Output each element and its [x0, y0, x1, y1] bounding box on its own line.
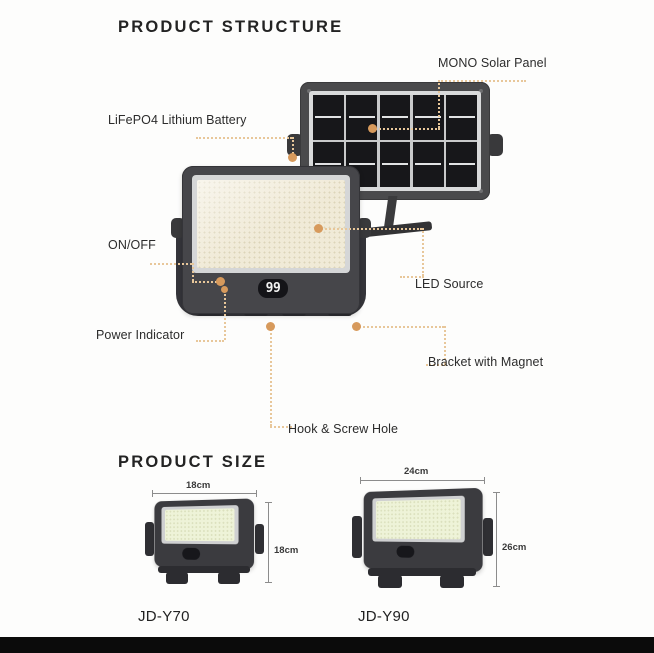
dimension-label-width-jd-y70: 18cm	[186, 480, 211, 491]
dimension-tick	[152, 490, 153, 497]
leader-line-on-off	[192, 263, 194, 281]
display-value: 99	[265, 281, 281, 296]
callout-label-lifepo4-battery: LiFePO4 Lithium Battery	[108, 113, 247, 127]
frame-screw-icon	[479, 89, 483, 93]
leader-line-on-off	[150, 263, 192, 265]
lamp-housing	[154, 498, 255, 570]
leader-line-power-indicator	[224, 290, 226, 340]
lamp-lens-bezel	[161, 505, 239, 545]
solar-cell	[446, 142, 477, 187]
lamp-arm-left	[352, 516, 362, 558]
callout-label-on-off: ON/OFF	[108, 238, 156, 252]
callout-label-led-source: LED Source	[415, 277, 484, 291]
product-structure-heading: PRODUCT STRUCTURE	[118, 18, 344, 36]
callout-node-hook	[266, 322, 275, 331]
lamp-display	[182, 547, 201, 560]
lens-glare-overlay	[197, 180, 345, 268]
bottom-black-bar	[0, 637, 654, 653]
leader-line-bracket	[444, 326, 446, 364]
model-name-jd-y70: JD-Y70	[138, 608, 190, 625]
lamp-arm-right	[483, 518, 493, 556]
dimension-rule-height-jd-y90	[496, 492, 497, 586]
callout-label-hook-screw-hole: Hook & Screw Hole	[288, 422, 399, 436]
callout-node-solar-panel	[368, 124, 377, 133]
frame-screw-icon	[479, 189, 483, 193]
dimension-tick	[265, 502, 272, 503]
leader-line-led-source	[422, 228, 424, 276]
leader-line-led-source	[400, 276, 424, 278]
lamp-housing	[363, 487, 483, 573]
leader-line-hook	[270, 426, 292, 428]
lamp-stand-bar	[158, 566, 250, 573]
callout-node-battery	[288, 153, 297, 162]
dimension-tick	[360, 477, 361, 484]
leader-line-solar-panel	[438, 80, 526, 82]
lamp-stand-foot	[166, 572, 188, 584]
floodlight-unit: 99	[171, 166, 371, 316]
dimension-tick	[493, 586, 500, 587]
solar-panel-unit	[287, 82, 503, 238]
battery-level-display: 99	[258, 279, 288, 298]
solar-panel-arm-right	[487, 134, 503, 156]
dimension-label-width-jd-y90: 24cm	[404, 466, 429, 477]
led-lens-bezel	[192, 175, 350, 273]
solar-cell	[346, 95, 378, 140]
dimension-tick	[493, 492, 500, 493]
solar-cell	[379, 95, 411, 140]
floodlight-housing: 99	[182, 166, 360, 314]
lamp-lens-bezel	[372, 495, 465, 543]
dimension-rule-width-jd-y90	[360, 480, 484, 481]
leader-line-bracket	[426, 364, 446, 366]
dimension-rule-height-jd-y70	[268, 502, 269, 582]
lamp-arm-right	[255, 524, 264, 554]
lamp-arm-left	[145, 522, 154, 556]
lamp-stand-foot	[218, 572, 240, 584]
leader-line-battery	[292, 137, 294, 157]
solar-panel-frame	[300, 82, 490, 200]
dimension-label-height-jd-y70: 18cm	[274, 545, 299, 556]
solar-cell	[379, 142, 411, 187]
lamp-led-panel	[165, 508, 235, 542]
solar-panel-arm-left	[287, 134, 303, 156]
callout-node-power-indicator	[221, 286, 228, 293]
solar-panel-inner	[309, 91, 481, 191]
solar-cell	[446, 95, 477, 140]
model-name-jd-y90: JD-Y90	[358, 608, 410, 625]
lamp-stand-bar	[368, 568, 476, 576]
dimension-label-height-jd-y90: 26cm	[502, 542, 527, 553]
callout-node-bracket	[352, 322, 361, 331]
dimension-tick	[256, 490, 257, 497]
leader-line-solar-panel	[372, 128, 440, 130]
dimension-tick	[484, 477, 485, 484]
leader-line-hook	[270, 326, 272, 426]
callout-label-mono-solar-panel: MONO Solar Panel	[438, 56, 547, 70]
leader-line-solar-panel	[438, 80, 440, 128]
callout-node-on-off	[216, 277, 225, 286]
leader-line-bracket	[356, 326, 444, 328]
dimension-rule-width-jd-y70	[152, 493, 256, 494]
leader-line-power-indicator	[196, 340, 224, 342]
leader-line-battery	[196, 137, 292, 139]
dimension-tick	[265, 582, 272, 583]
lamp-stand-foot	[440, 575, 464, 588]
lamp-stand-foot	[378, 575, 402, 588]
leader-line-on-off	[192, 281, 220, 283]
floodlight-pivot-left	[171, 218, 185, 238]
callout-label-power-indicator: Power Indicator	[96, 328, 185, 342]
callout-label-bracket-with-magnet: Bracket with Magnet	[428, 355, 544, 369]
solar-cell	[313, 95, 344, 140]
product-jd-y70	[145, 498, 264, 584]
solar-cell	[412, 142, 444, 187]
callout-node-led-source	[314, 224, 323, 233]
product-size-heading: PRODUCT SIZE	[118, 453, 268, 471]
product-jd-y90	[352, 487, 493, 588]
lamp-display	[396, 545, 415, 558]
lamp-led-panel	[375, 499, 461, 540]
leader-line-led-source	[318, 228, 422, 230]
solar-cell-grid	[313, 95, 477, 187]
